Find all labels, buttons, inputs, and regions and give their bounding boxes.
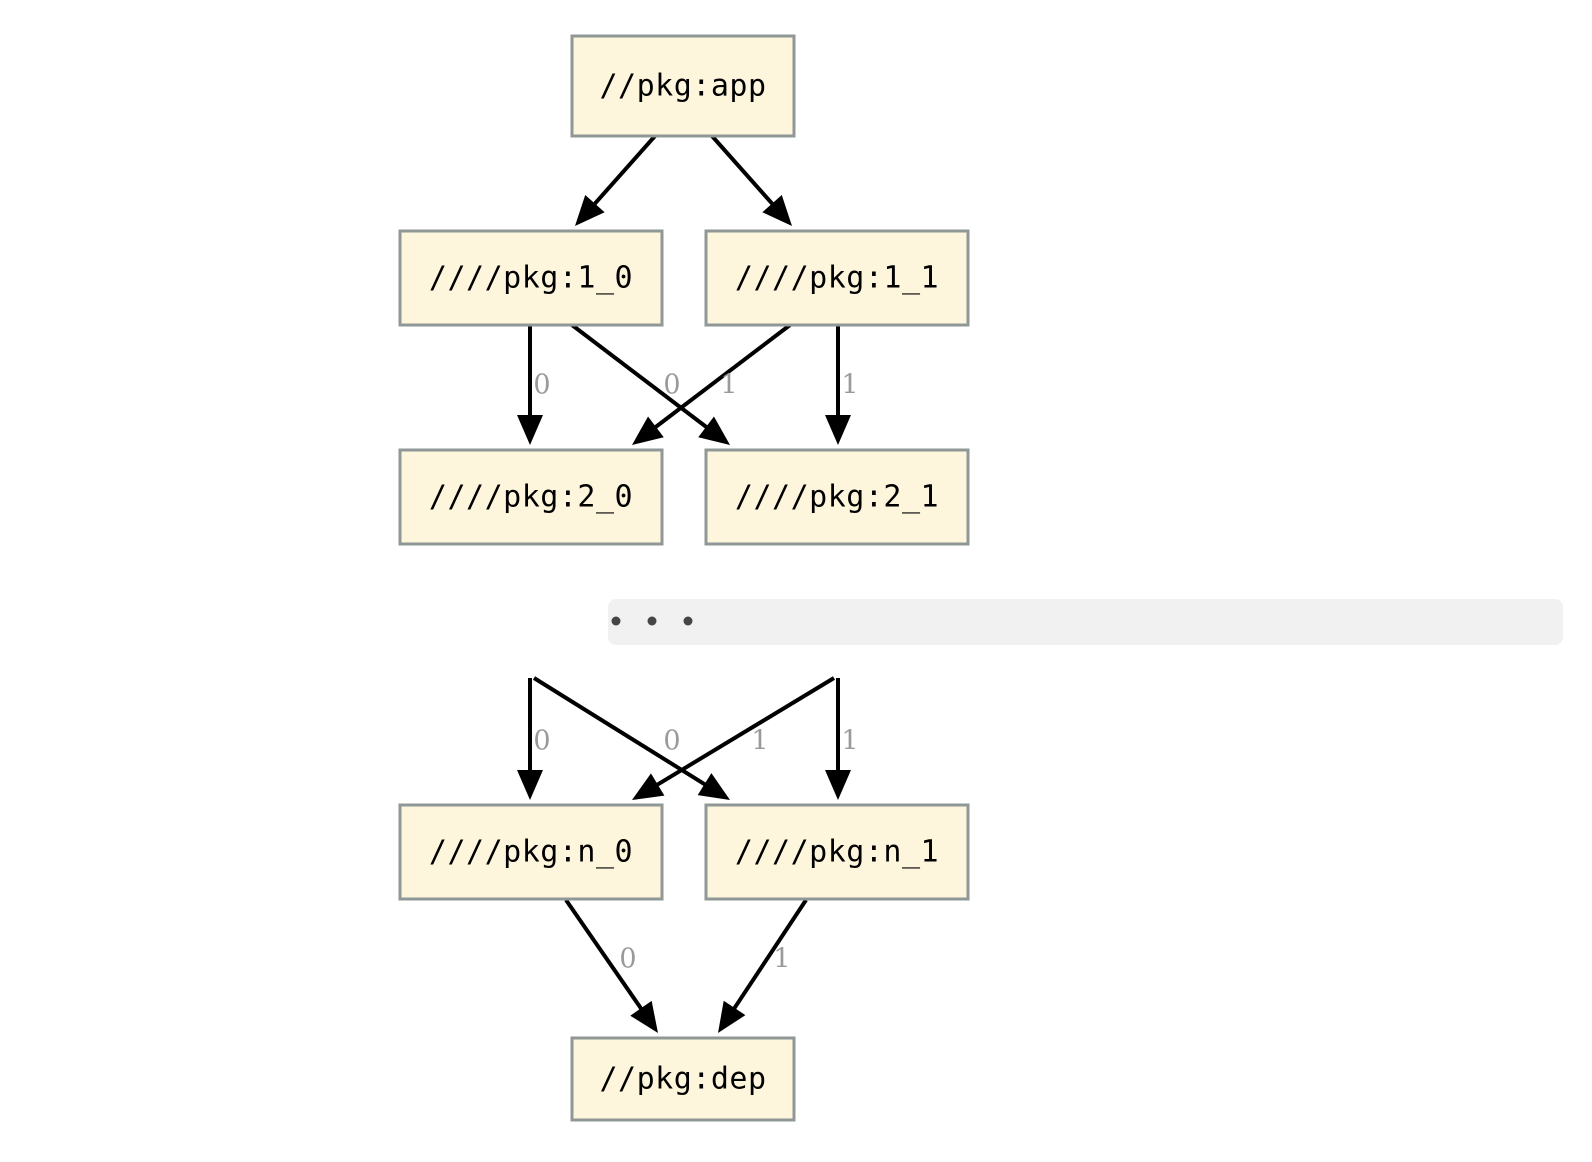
- node-label: ////pkg:1_1: [735, 261, 939, 296]
- edge-arrowhead: [697, 773, 730, 800]
- node-n2_1[interactable]: ////pkg:2_1: [704, 448, 970, 546]
- node-label: ////pkg:2_1: [735, 480, 939, 515]
- edge-arrowhead: [632, 773, 665, 800]
- edge-line: [590, 134, 657, 208]
- edge-arrowhead: [825, 415, 851, 445]
- node-box[interactable]: [570, 34, 796, 138]
- node-label: //pkg:app: [599, 69, 766, 104]
- node-label: ////pkg:n_1: [735, 835, 939, 870]
- node-label: ////pkg:2_0: [429, 480, 633, 515]
- edge-arrowhead: [632, 416, 664, 445]
- edge-label: 1: [773, 944, 790, 975]
- edges-layer: [517, 134, 851, 1033]
- edge-line: [710, 134, 777, 208]
- node-n1_0[interactable]: ////pkg:1_0: [398, 229, 664, 327]
- edge-label: 0: [533, 726, 550, 757]
- edge-arrowhead: [575, 194, 605, 226]
- ellipsis-group: [608, 599, 1563, 645]
- node-app[interactable]: //pkg:app: [570, 34, 796, 138]
- node-box[interactable]: [704, 229, 970, 327]
- edge-arrowhead: [630, 1000, 658, 1033]
- edge-label: 0: [533, 370, 550, 401]
- edge-line: [532, 676, 709, 788]
- edge-arrowhead: [517, 415, 543, 445]
- edge-label: 0: [619, 944, 636, 975]
- node-box[interactable]: [704, 448, 970, 546]
- ellipsis-dot: [683, 616, 693, 626]
- edge-line: [651, 323, 792, 431]
- node-label: ////pkg:1_0: [429, 261, 633, 296]
- edge-arrowhead: [762, 194, 792, 226]
- edge-label: 1: [841, 726, 858, 757]
- edge-line: [570, 323, 711, 431]
- node-nn_0[interactable]: ////pkg:n_0: [398, 803, 664, 901]
- edge-line: [564, 898, 645, 1013]
- node-nn_1[interactable]: ////pkg:n_1: [704, 803, 970, 901]
- node-box[interactable]: [398, 803, 664, 901]
- node-n2_0[interactable]: ////pkg:2_0: [398, 448, 664, 546]
- ellipsis-band: [608, 599, 1563, 645]
- edge-arrowhead: [517, 770, 543, 800]
- edge-labels-layer: 0 0 1 1 0 0 1 1 0 1: [533, 370, 858, 975]
- edge-arrowhead: [825, 770, 851, 800]
- edge-arrowhead: [718, 1000, 746, 1033]
- edge-line: [730, 898, 808, 1013]
- node-box[interactable]: [570, 1036, 796, 1122]
- nodes-layer: //pkg:app ////pkg:1_0 ////pkg:1_1 ////pkg:2…: [398, 34, 970, 1122]
- node-box[interactable]: [398, 448, 664, 546]
- node-label: //pkg:dep: [599, 1062, 766, 1097]
- edge-label: 1: [841, 370, 858, 401]
- ellipsis-dots: [611, 616, 693, 626]
- node-box[interactable]: [704, 803, 970, 901]
- edge-arrowhead: [698, 416, 730, 445]
- node-label: ////pkg:n_0: [429, 835, 633, 870]
- edge-label: 0: [663, 370, 680, 401]
- ellipsis-dot: [611, 616, 621, 626]
- edge-label: 1: [751, 726, 768, 757]
- ellipsis-dot: [647, 616, 657, 626]
- node-box[interactable]: [398, 229, 664, 327]
- node-n1_1[interactable]: ////pkg:1_1: [704, 229, 970, 327]
- edge-line: [653, 676, 836, 789]
- node-dep[interactable]: //pkg:dep: [570, 1036, 796, 1122]
- edge-label: 1: [720, 370, 737, 401]
- edge-label: 0: [663, 726, 680, 757]
